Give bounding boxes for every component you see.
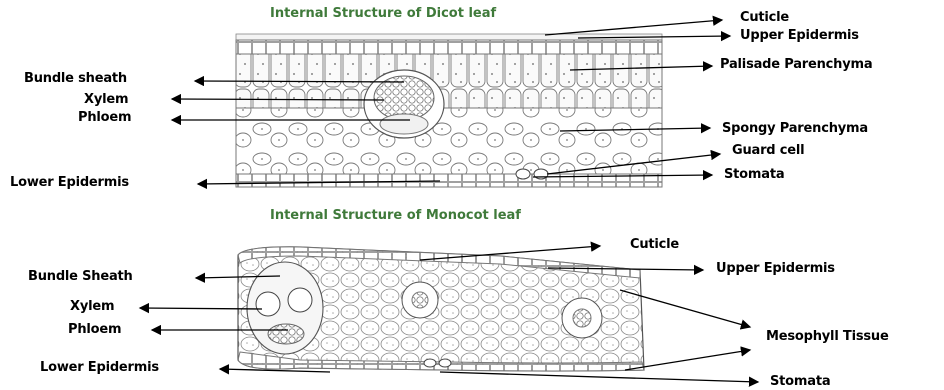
dicot-label-bundle-sheath: Bundle sheath bbox=[24, 71, 127, 86]
dicot-label-palisade: Palisade Parenchyma bbox=[720, 57, 872, 72]
dicot-vascular-bundle bbox=[364, 70, 444, 138]
dicot-leaf-section bbox=[172, 20, 730, 187]
dicot-label-stomata: Stomata bbox=[724, 167, 784, 182]
dicot-cuticle-layer bbox=[236, 34, 662, 40]
monocot-title: Internal Structure of Monocot leaf bbox=[270, 208, 521, 223]
arrow-monocot-stomata bbox=[440, 372, 758, 382]
dicot-label-upper-epidermis: Upper Epidermis bbox=[740, 28, 859, 43]
dicot-spongy-layer bbox=[236, 108, 662, 174]
dicot-label-spongy: Spongy Parenchyma bbox=[722, 121, 868, 136]
dicot-label-guard-cell: Guard cell bbox=[732, 143, 804, 158]
dicot-label-cuticle: Cuticle bbox=[740, 10, 789, 25]
monocot-label-lower-epidermis: Lower Epidermis bbox=[40, 360, 159, 375]
dicot-label-phloem: Phloem bbox=[78, 110, 131, 125]
monocot-leaf-section bbox=[140, 246, 758, 382]
monocot-label-cuticle: Cuticle bbox=[630, 237, 679, 252]
dicot-upper-epidermis bbox=[236, 40, 662, 54]
arrow-dicot-cuticle bbox=[545, 20, 722, 35]
monocot-label-stomata: Stomata bbox=[770, 374, 830, 389]
monocot-label-mesophyll: Mesophyll Tissue bbox=[766, 329, 889, 344]
monocot-label-phloem: Phloem bbox=[68, 322, 121, 337]
monocot-label-bundle-sheath: Bundle Sheath bbox=[28, 269, 133, 284]
monocot-label-xylem: Xylem bbox=[70, 299, 114, 314]
dicot-label-xylem: Xylem bbox=[84, 92, 128, 107]
dicot-label-lower-epidermis: Lower Epidermis bbox=[10, 175, 129, 190]
monocot-label-upper-epidermis: Upper Epidermis bbox=[716, 261, 835, 276]
monocot-vascular-bundle-large bbox=[247, 262, 323, 354]
dicot-title: Internal Structure of Dicot leaf bbox=[270, 6, 496, 21]
